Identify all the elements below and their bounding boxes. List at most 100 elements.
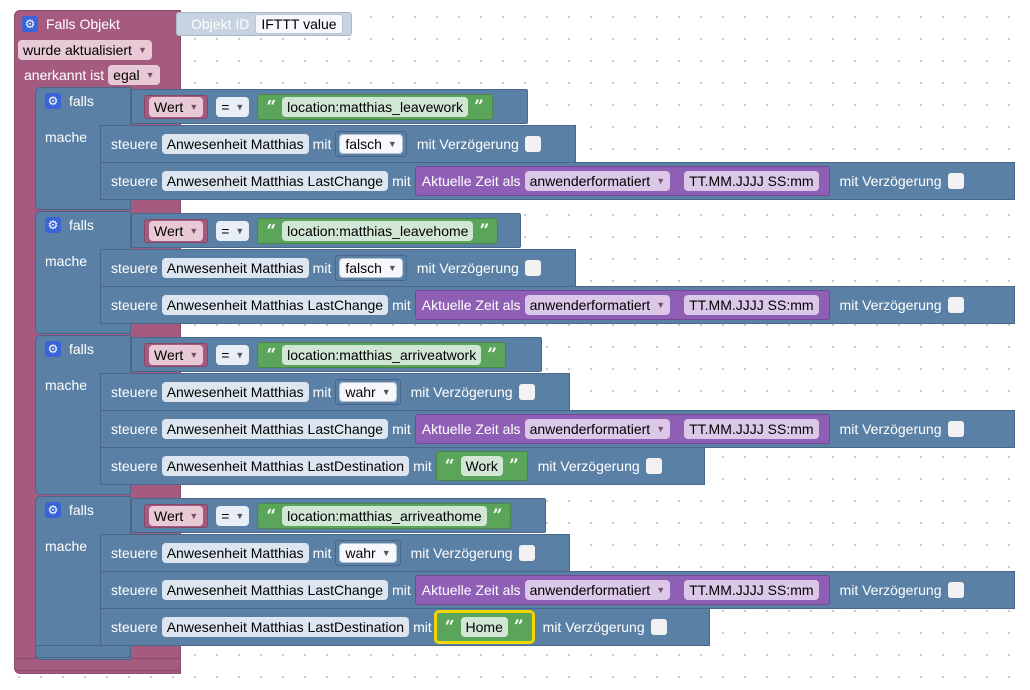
- chevron-down-icon: ▼: [145, 70, 155, 80]
- set-presence-3[interactable]: steuere Anwesenheit Matthias mit wahr ▼ …: [100, 373, 570, 411]
- gear-icon[interactable]: ⚙: [45, 502, 61, 518]
- state-selector[interactable]: Anwesenheit Matthias: [161, 258, 309, 278]
- chevron-down-icon: ▼: [387, 139, 397, 149]
- delay-checkbox[interactable]: [650, 619, 667, 635]
- boolean-dropdown[interactable]: falsch ▼: [339, 134, 403, 154]
- delay-checkbox[interactable]: [947, 173, 964, 189]
- state-selector[interactable]: Anwesenheit Matthias LastDestination: [161, 617, 410, 637]
- quote-open-icon: “: [266, 344, 277, 365]
- time-block[interactable]: Aktuelle Zeit als anwenderformatiert ▼ T…: [414, 414, 830, 444]
- text-field[interactable]: location:matthias_arriveatwork: [282, 344, 482, 365]
- set-presence-4[interactable]: steuere Anwesenheit Matthias mit wahr ▼ …: [100, 534, 570, 572]
- text-field[interactable]: location:matthias_arriveathome: [282, 505, 487, 526]
- object-id-field[interactable]: IFTTT value: [255, 14, 343, 34]
- boolean-block[interactable]: falsch ▼: [335, 255, 407, 281]
- text-field[interactable]: location:matthias_leavehome: [282, 220, 474, 241]
- delay-checkbox[interactable]: [518, 545, 535, 561]
- text-block[interactable]: “ location:matthias_arriveatwork ”: [257, 341, 506, 368]
- time-pattern-field[interactable]: TT.MM.JJJJ SS:mm: [684, 419, 819, 439]
- boolean-dropdown[interactable]: falsch ▼: [339, 258, 403, 278]
- gear-icon[interactable]: ⚙: [45, 93, 61, 109]
- gear-icon[interactable]: ⚙: [22, 16, 38, 32]
- state-selector[interactable]: Anwesenheit Matthias LastChange: [161, 580, 389, 600]
- state-selector[interactable]: Anwesenheit Matthias LastDestination: [161, 456, 410, 476]
- delay-checkbox[interactable]: [947, 582, 964, 598]
- time-pattern-field[interactable]: TT.MM.JJJJ SS:mm: [684, 171, 819, 191]
- text-field[interactable]: Work: [460, 456, 503, 476]
- compare-block-1[interactable]: Wert ▼ = ▼ “ location:matthias_leavework…: [131, 89, 528, 124]
- set-lastdestination-3[interactable]: steuere Anwesenheit Matthias LastDestina…: [100, 447, 705, 485]
- state-selector[interactable]: Anwesenheit Matthias: [161, 134, 309, 154]
- delay-checkbox[interactable]: [518, 384, 535, 400]
- set-lastchange-4[interactable]: steuere Anwesenheit Matthias LastChange …: [100, 571, 1015, 609]
- delay-checkbox[interactable]: [524, 136, 541, 152]
- variable-dropdown[interactable]: Wert ▼: [149, 220, 204, 241]
- text-field[interactable]: Home: [460, 617, 508, 637]
- variable-dropdown[interactable]: Wert ▼: [149, 96, 204, 117]
- text-block[interactable]: “ location:matthias_leavehome ”: [257, 217, 499, 244]
- operator-value: =: [221, 222, 230, 239]
- object-id-block[interactable]: Objekt ID IFTTT value: [176, 12, 352, 36]
- time-block[interactable]: Aktuelle Zeit als anwenderformatiert ▼ T…: [414, 166, 830, 196]
- text-field[interactable]: location:matthias_leavework: [282, 96, 468, 117]
- text-block[interactable]: “ location:matthias_arriveathome ”: [257, 502, 512, 529]
- compare-block-3[interactable]: Wert ▼ = ▼ “ location:matthias_arriveatw…: [131, 337, 542, 372]
- quote-close-icon: ”: [487, 344, 497, 365]
- set-lastchange-2[interactable]: steuere Anwesenheit Matthias LastChange …: [100, 286, 1015, 324]
- delay-checkbox[interactable]: [947, 297, 964, 313]
- boolean-dropdown[interactable]: wahr ▼: [339, 543, 397, 563]
- time-block[interactable]: Aktuelle Zeit als anwenderformatiert ▼ T…: [414, 290, 830, 320]
- variable-block[interactable]: Wert ▼: [144, 503, 209, 528]
- time-format-dropdown[interactable]: anwenderformatiert ▼: [524, 171, 671, 191]
- variable-dropdown[interactable]: Wert ▼: [149, 505, 204, 526]
- quote-open-icon: “: [444, 617, 455, 637]
- compare-block-4[interactable]: Wert ▼ = ▼ “ location:matthias_arriveath…: [131, 498, 546, 533]
- state-selector[interactable]: Anwesenheit Matthias LastChange: [161, 171, 389, 191]
- set-presence-1[interactable]: steuere Anwesenheit Matthias mit falsch …: [100, 125, 576, 163]
- set-lastdestination-4[interactable]: steuere Anwesenheit Matthias LastDestina…: [100, 608, 710, 646]
- state-selector[interactable]: Anwesenheit Matthias: [161, 382, 309, 402]
- time-format-dropdown[interactable]: anwenderformatiert ▼: [524, 580, 671, 600]
- ack-dropdown[interactable]: egal ▼: [108, 65, 160, 85]
- operator-dropdown[interactable]: = ▼: [216, 96, 250, 117]
- time-format-dropdown[interactable]: anwenderformatiert ▼: [524, 295, 671, 315]
- operator-dropdown[interactable]: = ▼: [216, 344, 250, 365]
- variable-block[interactable]: Wert ▼: [144, 218, 209, 243]
- operator-dropdown[interactable]: = ▼: [216, 505, 250, 526]
- gear-icon[interactable]: ⚙: [45, 341, 61, 357]
- time-pattern-field[interactable]: TT.MM.JJJJ SS:mm: [684, 580, 819, 600]
- time-label: Aktuelle Zeit als: [421, 582, 521, 598]
- time-block[interactable]: Aktuelle Zeit als anwenderformatiert ▼ T…: [414, 575, 830, 605]
- operator-dropdown[interactable]: = ▼: [216, 220, 250, 241]
- time-label: Aktuelle Zeit als: [421, 173, 521, 189]
- event-type-value: wurde aktualisiert: [23, 42, 132, 58]
- set-lastchange-1[interactable]: steuere Anwesenheit Matthias LastChange …: [100, 162, 1015, 200]
- time-format-dropdown[interactable]: anwenderformatiert ▼: [524, 419, 671, 439]
- state-selector[interactable]: Anwesenheit Matthias LastChange: [161, 419, 389, 439]
- state-selector[interactable]: Anwesenheit Matthias LastChange: [161, 295, 389, 315]
- set-presence-2[interactable]: steuere Anwesenheit Matthias mit falsch …: [100, 249, 576, 287]
- variable-block[interactable]: Wert ▼: [144, 342, 209, 367]
- delay-checkbox[interactable]: [524, 260, 541, 276]
- time-pattern-field[interactable]: TT.MM.JJJJ SS:mm: [684, 295, 819, 315]
- text-block[interactable]: “ location:matthias_leavework ”: [257, 93, 493, 120]
- boolean-block[interactable]: wahr ▼: [335, 540, 401, 566]
- boolean-dropdown[interactable]: wahr ▼: [339, 382, 397, 402]
- delay-checkbox[interactable]: [947, 421, 964, 437]
- variable-block[interactable]: Wert ▼: [144, 94, 209, 119]
- compare-block-2[interactable]: Wert ▼ = ▼ “ location:matthias_leavehome…: [131, 213, 521, 248]
- set-lastchange-3[interactable]: steuere Anwesenheit Matthias LastChange …: [100, 410, 1015, 448]
- state-selector[interactable]: Anwesenheit Matthias: [161, 543, 309, 563]
- event-type-dropdown[interactable]: wurde aktualisiert ▼: [18, 40, 152, 60]
- gear-icon[interactable]: ⚙: [45, 217, 61, 233]
- text-block-selected[interactable]: “ Home ”: [433, 610, 535, 644]
- time-format-value: anwenderformatiert: [529, 582, 651, 598]
- text-block[interactable]: “ Work ”: [435, 451, 528, 481]
- variable-dropdown[interactable]: Wert ▼: [149, 344, 204, 365]
- delay-checkbox[interactable]: [645, 458, 662, 474]
- delay-label: mit Verzögerung: [839, 421, 942, 437]
- with-label: mit: [312, 384, 332, 400]
- boolean-block[interactable]: wahr ▼: [335, 379, 401, 405]
- boolean-block[interactable]: falsch ▼: [335, 131, 407, 157]
